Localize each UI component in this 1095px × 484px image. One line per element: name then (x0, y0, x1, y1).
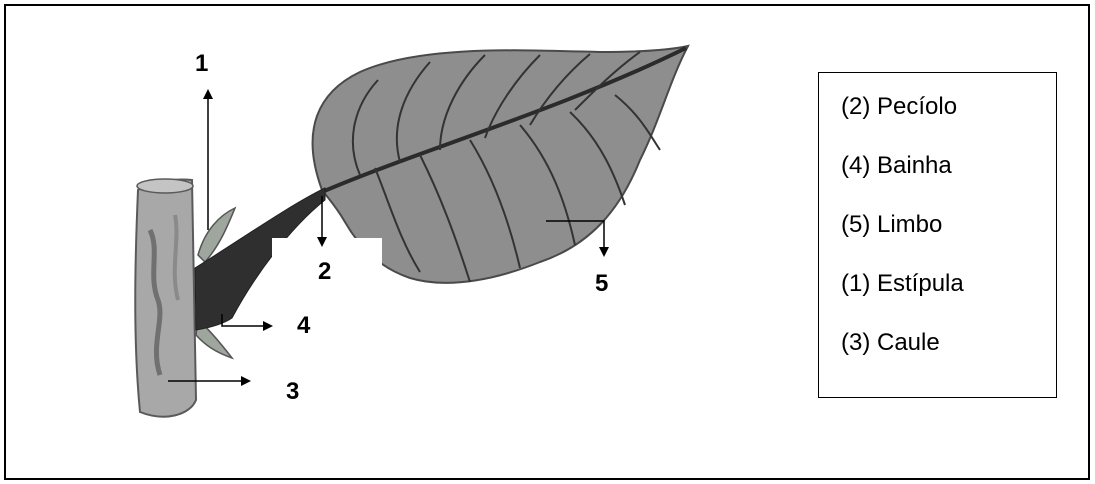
legend-box: (2) Pecíolo (4) Bainha (5) Limbo (1) Est… (818, 72, 1057, 398)
legend-item-caule: (3) Caule (841, 329, 940, 357)
label-1: 1 (195, 50, 208, 78)
legend-item-limbo: (5) Limbo (841, 211, 942, 239)
legend-item-bainha: (4) Bainha (841, 152, 952, 180)
legend-item-peciolo: (2) Pecíolo (841, 93, 957, 121)
label-4: 4 (297, 312, 310, 340)
label-3: 3 (286, 378, 299, 406)
legend-item-estipula: (1) Estípula (841, 270, 964, 298)
label-2: 2 (318, 258, 331, 286)
label-5: 5 (595, 270, 608, 298)
